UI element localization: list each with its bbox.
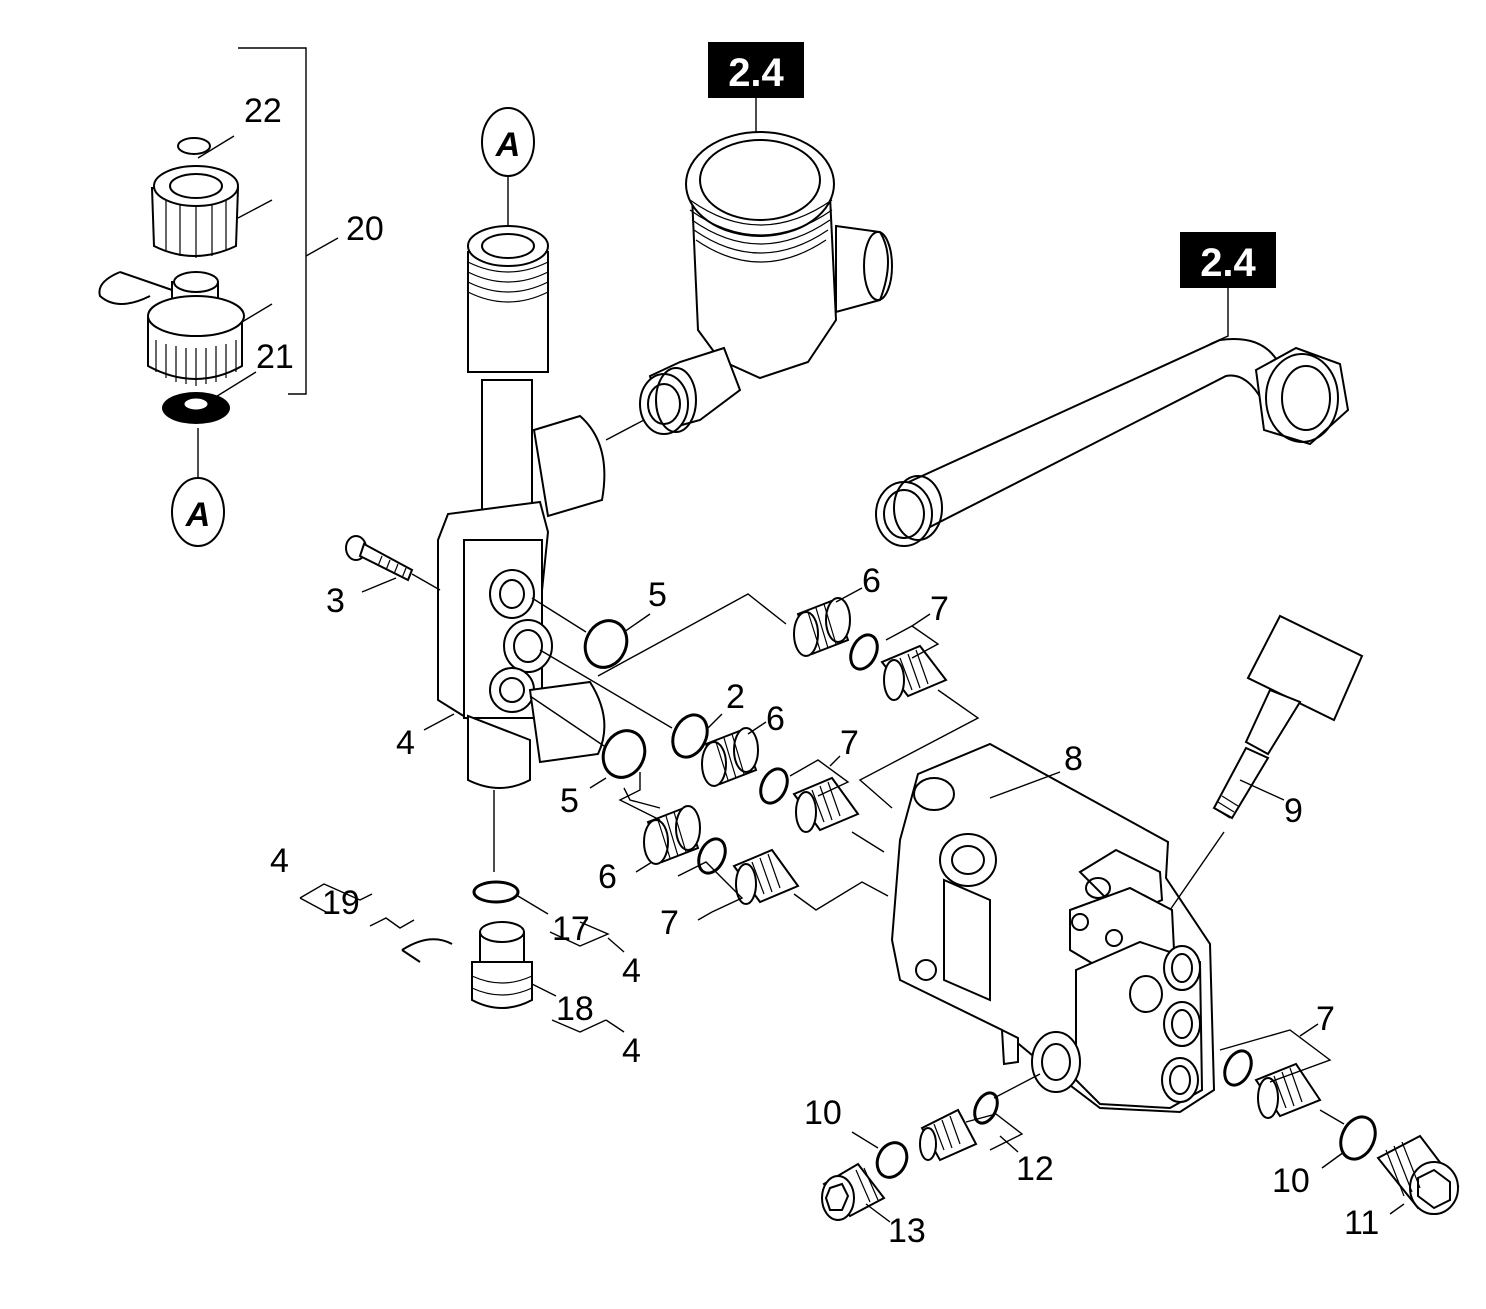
label-7-upper: 7 [930, 590, 949, 628]
part-12-valve [919, 1108, 978, 1162]
connector-a-bottom: A [171, 477, 225, 547]
part-13-plug [821, 1162, 886, 1221]
part-10-ring-left [875, 1141, 909, 1179]
part-6-sleeve-1 [793, 597, 851, 657]
connector-a-top: A [481, 107, 535, 177]
label-4-manifold: 4 [396, 724, 415, 762]
label-7-right: 7 [1316, 1000, 1335, 1038]
bracket-7-2 [789, 759, 850, 797]
part-10-ring-right [1339, 1115, 1377, 1161]
label-4-19: 4 [270, 842, 289, 880]
part-7-valve-3 [732, 848, 800, 905]
label-20: 20 [346, 210, 384, 248]
label-3: 3 [326, 582, 345, 620]
part-5-oring-lower [601, 729, 647, 779]
label-18: 18 [556, 990, 594, 1028]
label-6-middle: 6 [766, 700, 785, 738]
leader-ref-right [1209, 288, 1229, 345]
part-9-tool [1212, 614, 1364, 820]
part-19-clip [401, 938, 453, 963]
connector-a-bottom-label: A [185, 496, 211, 534]
ref-box-top-label: 2.4 [728, 51, 784, 95]
part-6-sleeve-2 [701, 727, 759, 787]
label-11: 11 [1344, 1204, 1379, 1242]
bracket-7-4 [1219, 1029, 1332, 1083]
label-10-left: 10 [804, 1094, 842, 1132]
part-3-bolt [345, 535, 414, 582]
ref-box-right[interactable]: 2.4 [1180, 232, 1276, 288]
label-8: 8 [1064, 740, 1083, 778]
bracket-17 [549, 921, 610, 947]
bracket-20 [238, 47, 307, 395]
part-20-adapter [147, 271, 245, 386]
filter-housing [639, 131, 893, 435]
manifold [437, 225, 606, 789]
label-7-middle: 7 [840, 724, 859, 762]
label-7-lower: 7 [660, 904, 679, 942]
part-8-pump-body [890, 742, 1216, 1114]
label-10-right: 10 [1272, 1162, 1310, 1200]
oring-valve-4 [1223, 1049, 1253, 1087]
part-6-sleeve-3 [643, 805, 701, 865]
ref-box-right-label: 2.4 [1200, 241, 1256, 285]
bracket-19 [299, 883, 373, 901]
label-12: 12 [1016, 1150, 1054, 1188]
label-4-18: 4 [622, 1032, 641, 1070]
label-17: 17 [552, 910, 590, 948]
label-5-upper: 5 [648, 576, 667, 614]
oring-valve-1 [849, 633, 879, 671]
label-6-lower: 6 [598, 858, 617, 896]
bracket-7-1 [885, 625, 940, 659]
connector-a-top-label: A [495, 126, 521, 164]
ref-box-top[interactable]: 2.4 [708, 42, 804, 98]
oring-valve-3 [697, 837, 727, 875]
label-22: 22 [244, 92, 282, 130]
part-20-clip [98, 271, 173, 305]
oring-12 [973, 1091, 999, 1125]
part-5-oring-upper [583, 619, 629, 669]
oring-valve-2 [759, 767, 789, 805]
label-21: 21 [256, 338, 294, 376]
label-6-upper: 6 [862, 562, 881, 600]
part-7-valve-4 [1254, 1062, 1322, 1119]
part-7-valve-2 [792, 776, 860, 833]
part-21-seal [162, 392, 230, 424]
label-13: 13 [888, 1212, 926, 1250]
bracket-7-3 [677, 861, 744, 913]
part-22-washer [177, 137, 211, 155]
part-20-nut [150, 165, 240, 258]
part-7-valve-1 [880, 644, 948, 701]
label-2: 2 [726, 678, 745, 716]
label-19: 19 [322, 884, 360, 922]
label-4-17: 4 [622, 952, 641, 990]
part-17-oring [472, 880, 520, 904]
part-2-oring [671, 713, 709, 759]
label-5-lower: 5 [560, 782, 579, 820]
bracket-18 [551, 1019, 607, 1033]
part-11-plug [1376, 1134, 1460, 1215]
label-9: 9 [1284, 792, 1303, 830]
pipe-right [875, 338, 1350, 547]
part-18-coupling [471, 921, 533, 1009]
